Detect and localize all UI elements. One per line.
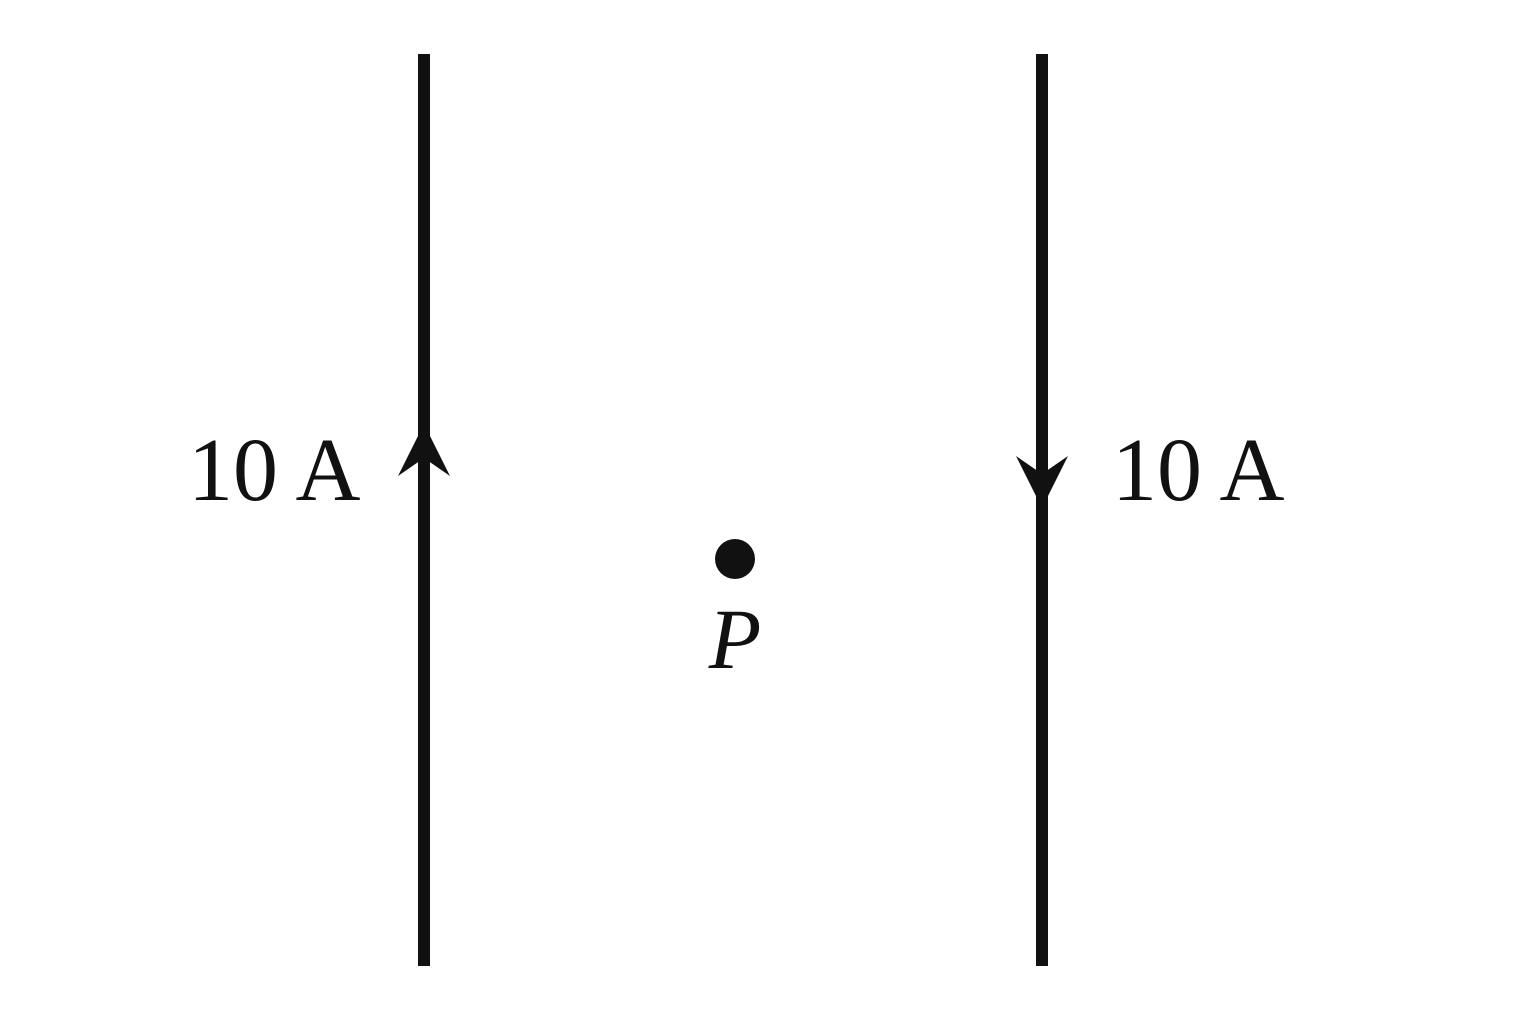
right-wire-current-arrow-down-icon	[1016, 456, 1068, 508]
point-p-dot	[715, 539, 755, 579]
right-wire-current-label: 10 A	[1112, 421, 1285, 520]
left-wire: 10 A	[188, 54, 450, 966]
point-p-label: P	[708, 591, 762, 687]
left-wire-current-label: 10 A	[188, 421, 361, 520]
right-wire: 10 A	[1016, 54, 1285, 966]
left-wire-current-arrow-up-icon	[398, 424, 450, 476]
point-p: P	[708, 539, 762, 687]
